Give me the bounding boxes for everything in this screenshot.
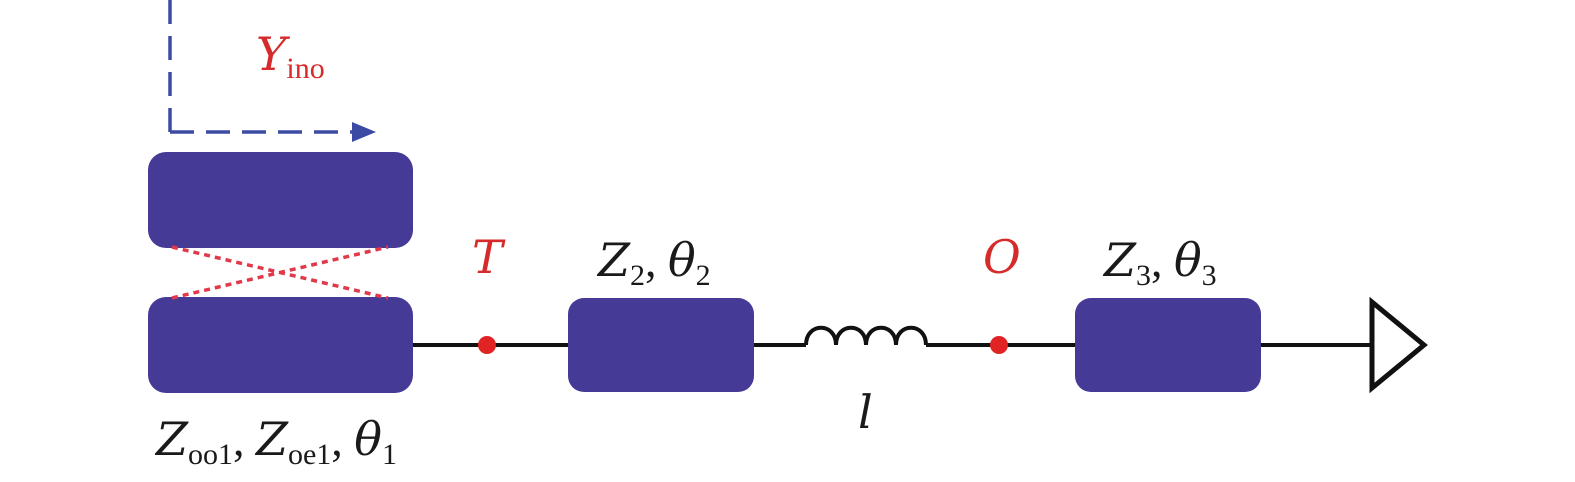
coupled-line-upper-block [148,152,413,248]
inductor-coil [804,325,928,346]
coupled-line-section [148,152,413,393]
coupled-line-parameters-label: Zoo1, Zoe1, θ1 [154,412,397,471]
node-o-dot [990,336,1008,354]
z3-theta3-label: Z3, θ3 [1102,233,1217,292]
node-t-label: T [472,230,506,284]
output-port-triangle-icon [1369,296,1428,394]
line-block-z2 [568,298,754,392]
z2-theta2-label: Z2, θ2 [596,233,711,292]
input-admittance-indicator [168,0,376,142]
node-t-dot [478,336,496,354]
coupling-cross-lines [171,245,389,300]
arrow-head [352,122,376,142]
transmission-path [413,296,1428,394]
line-block-z3 [1075,298,1261,392]
node-o-label: O [983,230,1021,284]
input-admittance-label: Yino [256,27,325,85]
coupled-line-lower-block [148,297,413,393]
inductor-label: l [858,385,873,439]
